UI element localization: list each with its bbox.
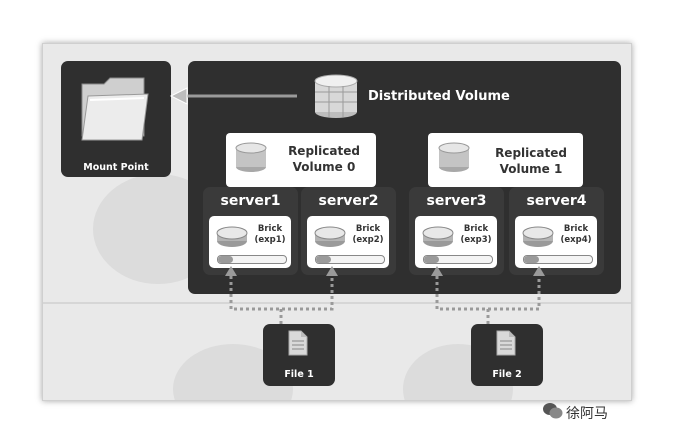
- disk-icon: [216, 226, 248, 247]
- replication-arrows: [225, 266, 545, 329]
- disk-icon: [422, 226, 454, 247]
- brick-id: (exp3): [460, 235, 492, 245]
- replicated-volume-1-label-line1: Replicated: [495, 146, 567, 160]
- brick-label: Brick: [257, 224, 283, 234]
- folder-icon: [81, 77, 149, 141]
- database-icon: [235, 142, 267, 172]
- disk-icon: [314, 226, 346, 247]
- replicated-volume-0-label-line2: Volume 0: [292, 160, 356, 174]
- server2-label: server2: [318, 193, 379, 209]
- file-1-label: File 1: [284, 369, 314, 380]
- brick-id: (exp1): [254, 235, 286, 245]
- brick-exp2-label: Brick (exp2): [349, 224, 387, 246]
- mount-point-label: Mount Point: [83, 162, 149, 173]
- file-2-label: File 2: [492, 369, 522, 380]
- replicated-volume-0-label-line1: Replicated: [288, 144, 360, 158]
- wechat-icon: [543, 403, 563, 419]
- distributed-volume-label: Distributed Volume: [368, 89, 510, 104]
- background-line: [43, 302, 631, 304]
- server3-label: server3: [426, 193, 487, 209]
- diagram-photo: Mount Point Distributed Volume Replicate…: [42, 43, 632, 401]
- brick-exp3-card: Brick (exp3): [415, 216, 497, 268]
- brick-exp1-card: Brick (exp1): [209, 216, 291, 268]
- brick-label: Brick: [563, 224, 589, 234]
- brick-capacity-bar: [315, 255, 385, 264]
- disk-icon: [522, 226, 554, 247]
- brick-exp4-label: Brick (exp4): [557, 224, 595, 246]
- brick-capacity-bar: [523, 255, 593, 264]
- document-icon: [288, 330, 308, 356]
- watermark-text: 徐阿马: [566, 406, 608, 422]
- brick-label: Brick: [355, 224, 381, 234]
- arrow-to-mount-point: [169, 87, 297, 105]
- brick-capacity-bar: [423, 255, 493, 264]
- brick-exp4-card: Brick (exp4): [515, 216, 597, 268]
- server4-label: server4: [526, 193, 587, 209]
- brick-exp1-label: Brick (exp1): [251, 224, 289, 246]
- brick-id: (exp2): [352, 235, 384, 245]
- database-icon: [438, 142, 470, 172]
- database-icon: [314, 74, 358, 118]
- replicated-volume-1-label-line2: Volume 1: [499, 162, 563, 176]
- server1-label: server1: [220, 193, 281, 209]
- brick-exp2-card: Brick (exp2): [307, 216, 389, 268]
- brick-exp3-label: Brick (exp3): [457, 224, 495, 246]
- brick-label: Brick: [463, 224, 489, 234]
- document-icon: [496, 330, 516, 356]
- brick-capacity-bar: [217, 255, 287, 264]
- brick-id: (exp4): [560, 235, 592, 245]
